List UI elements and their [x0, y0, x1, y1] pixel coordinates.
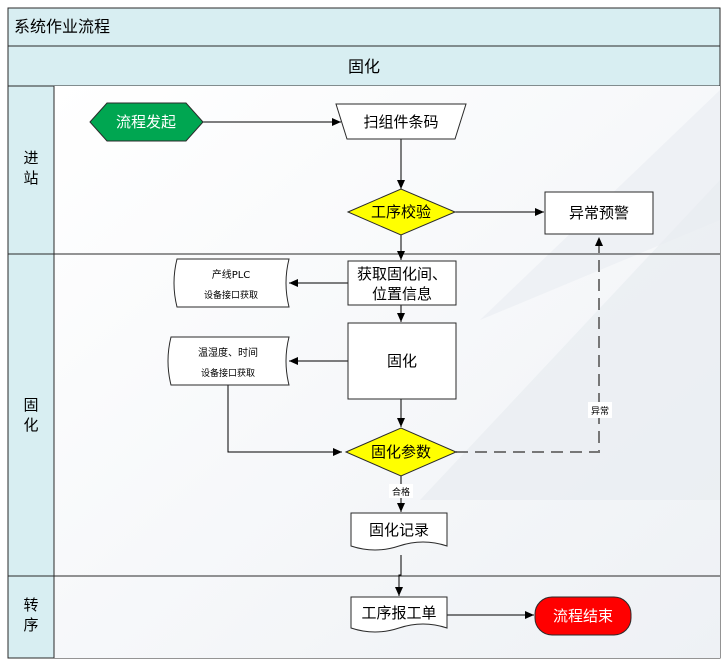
cure-record-label: 固化记录: [369, 521, 429, 539]
lane-label-transfer-2: 序: [23, 616, 38, 634]
cure-label: 固化: [387, 352, 417, 370]
start-node[interactable]: [89, 102, 204, 142]
plc-data-node[interactable]: [173, 258, 290, 308]
temp-data-label-line2: 设备接口获取: [201, 367, 255, 379]
abnormal-alarm-label: 异常预警: [569, 204, 629, 222]
lane-label-transfer-1: 转: [23, 596, 38, 614]
cure-params-label: 固化参数: [371, 443, 431, 461]
temp-data-node[interactable]: [167, 336, 290, 386]
background-shade: [420, 180, 720, 500]
lane-label-column: [7, 85, 55, 659]
plc-data-label-line1: 产线PLC: [212, 268, 251, 281]
start-node-label: 流程发起: [116, 113, 176, 131]
edge-label-abnormal: 异常: [591, 405, 609, 417]
get-info-label-line1: 获取固化间、: [357, 265, 447, 283]
edge-temp-to-params: [227, 385, 342, 456]
cure-node[interactable]: [347, 322, 457, 400]
abnormal-alarm-node[interactable]: [544, 191, 654, 235]
lane-label-inbound-1: 进: [23, 149, 38, 167]
cure-record-node[interactable]: [350, 512, 448, 551]
lane-label-cure-1: 固: [23, 396, 38, 414]
process-report-label: 工序报工单: [361, 604, 436, 622]
edge-record-to-report: [395, 555, 403, 596]
end-node[interactable]: [534, 596, 632, 636]
get-info-node[interactable]: [347, 260, 457, 306]
edge-params-to-alarm-abnormal: [456, 237, 603, 453]
edge-label-pass: 合格: [392, 486, 410, 498]
plc-data-label-line2: 设备接口获取: [204, 289, 258, 301]
cure-params-decision[interactable]: [344, 427, 458, 477]
get-info-label-line2: 位置信息: [372, 285, 432, 303]
lane-label-inbound-2: 站: [23, 169, 38, 187]
end-node-label: 流程结束: [553, 607, 613, 625]
process-check-decision[interactable]: [346, 188, 457, 236]
edge-label-bg: [389, 484, 413, 498]
section-title-bar: [7, 45, 721, 87]
scan-barcode-node[interactable]: [335, 103, 467, 140]
process-report-node[interactable]: [350, 596, 448, 633]
scan-barcode-label: 扫组件条码: [363, 113, 438, 131]
section-title: 固化: [348, 57, 380, 76]
temp-data-label-line1: 温湿度、时间: [198, 346, 258, 359]
process-check-label: 工序校验: [371, 203, 431, 221]
edge-label-bg: [588, 402, 612, 418]
window-title-bar: [7, 7, 721, 47]
lane-label-cure-2: 化: [23, 416, 38, 434]
window-title: 系统作业流程: [14, 17, 110, 36]
